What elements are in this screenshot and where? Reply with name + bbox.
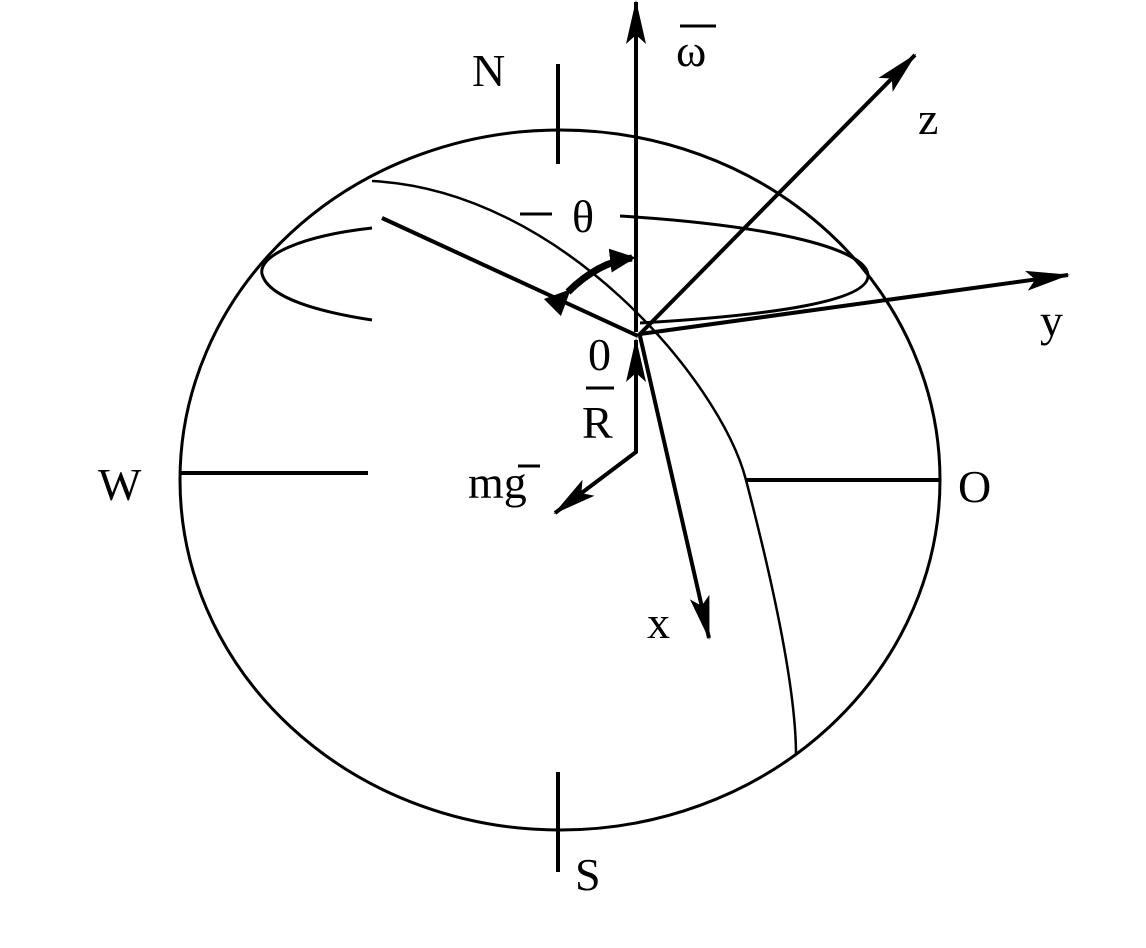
meridian-line	[371, 179, 798, 756]
label-x-axis: x	[647, 597, 670, 648]
gravity-arrow	[553, 446, 638, 515]
label-south: S	[575, 849, 601, 900]
latitude-circle-right	[619, 214, 870, 325]
theta-angle-arrow	[543, 248, 636, 317]
label-gravity: mg	[468, 457, 527, 508]
latitude-circle-front	[260, 226, 373, 322]
label-north: N	[472, 45, 505, 96]
label-origin: 0	[588, 329, 611, 380]
label-y-axis: y	[1040, 295, 1063, 346]
radius-line	[381, 216, 639, 338]
label-reaction: R	[582, 397, 613, 448]
z-axis	[636, 53, 917, 338]
label-z-axis: z	[918, 93, 938, 144]
x-axis	[638, 335, 711, 640]
label-east: O	[958, 461, 991, 512]
label-theta: θ	[572, 191, 594, 242]
label-omega: ω	[676, 25, 706, 76]
y-axis	[639, 270, 1070, 336]
label-west: W	[98, 459, 142, 510]
